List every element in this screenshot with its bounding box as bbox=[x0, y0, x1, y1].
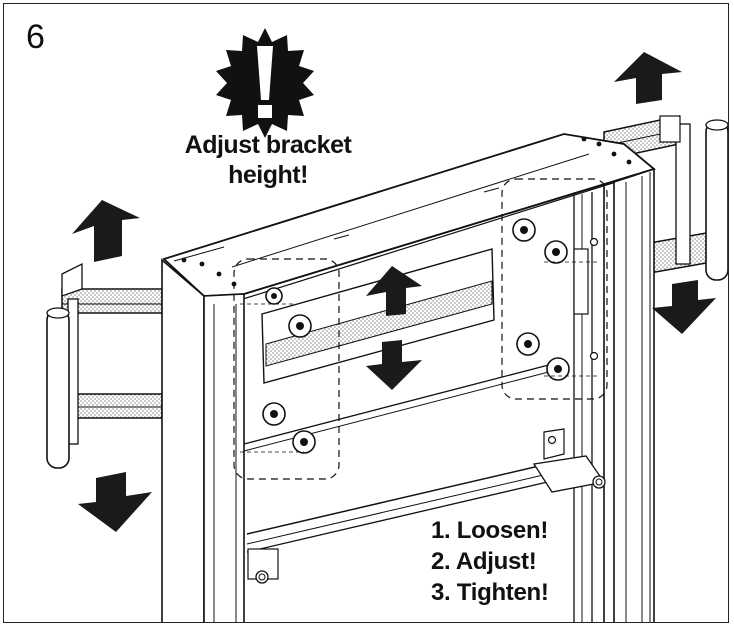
arrow-down-center-icon bbox=[366, 340, 422, 390]
step-number: 6 bbox=[26, 18, 45, 56]
arrow-up-center-icon bbox=[366, 266, 422, 316]
arrow-up-right-icon bbox=[614, 52, 682, 104]
arrow-up-left-icon bbox=[72, 200, 140, 262]
instruction-step-3: 3. Tighten! bbox=[428, 577, 552, 608]
screw-highlight-right bbox=[501, 178, 608, 400]
instruction-step-1: 1. Loosen! bbox=[428, 515, 552, 546]
arrow-down-left-icon bbox=[78, 472, 152, 532]
arrow-down-right-icon bbox=[652, 280, 716, 334]
warning-line-1: Adjust bracket bbox=[184, 131, 352, 159]
left-arm bbox=[46, 262, 163, 469]
right-column bbox=[613, 167, 655, 622]
left-column bbox=[161, 258, 245, 622]
mount-illustration bbox=[46, 28, 728, 622]
wall-plate bbox=[238, 182, 606, 622]
instruction-list: 1. Loosen! 2. Adjust! 3. Tighten! bbox=[428, 515, 552, 608]
diagram-frame: 6 Adjust bracket height! 1. Loosen! 2. A… bbox=[3, 3, 729, 623]
exclamation-burst-icon bbox=[216, 28, 314, 138]
warning-line-2: height! bbox=[228, 161, 308, 189]
screw-highlight-left bbox=[233, 258, 340, 480]
warning-text: Adjust bracket height! bbox=[154, 130, 382, 190]
instruction-step-2: 2. Adjust! bbox=[428, 546, 552, 577]
